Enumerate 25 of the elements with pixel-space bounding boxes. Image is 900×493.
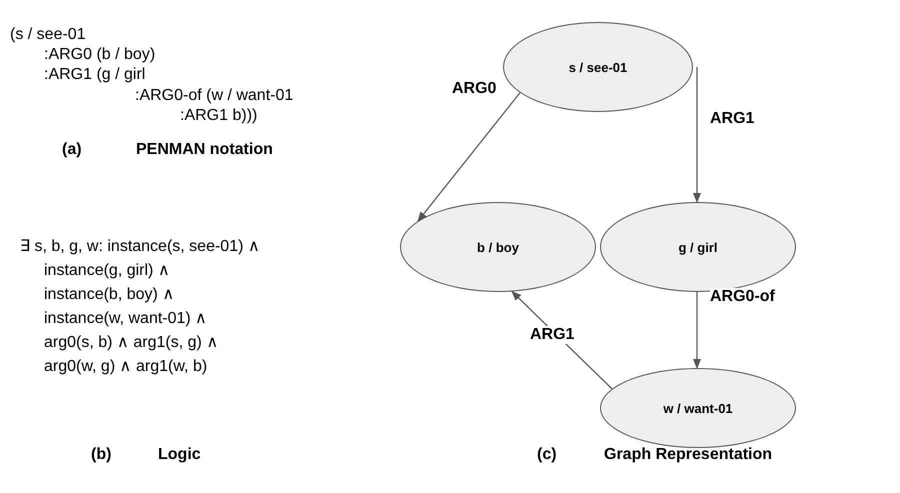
- caption: PENMAN notation: [136, 141, 273, 159]
- notation-line: (s / see-01: [10, 26, 86, 44]
- notation-line: :ARG0 (b / boy): [44, 46, 156, 64]
- notation-line: instance(b, boy) ∧: [44, 285, 174, 304]
- caption: Logic: [158, 446, 201, 464]
- notation-line: ∃ s, b, g, w: instance(s, see-01) ∧: [20, 237, 260, 256]
- notation-line: :ARG1 (g / girl: [44, 66, 146, 84]
- arrow: [693, 67, 701, 203]
- caption: Graph Representation: [604, 446, 772, 464]
- node-label: s / see-01: [568, 60, 628, 74]
- notation-line: instance(g, girl) ∧: [44, 261, 170, 280]
- edge-label: ARG1: [530, 326, 574, 344]
- notation-line: :ARG0-of (w / want-01: [135, 87, 294, 105]
- node-label: g / girl: [678, 240, 718, 254]
- notation-line: :ARG1 b))): [180, 107, 258, 125]
- arrow: [693, 292, 701, 369]
- caption: (a): [62, 141, 82, 159]
- node-label: b / boy: [477, 240, 519, 254]
- notation-line: arg0(s, b) ∧ arg1(s, g) ∧: [44, 333, 218, 352]
- caption: (c): [537, 446, 557, 464]
- node-label: w / want-01: [663, 400, 733, 416]
- notation-line: instance(w, want-01) ∧: [44, 309, 208, 328]
- notation-line: arg0(w, g) ∧ arg1(w, b): [44, 357, 208, 376]
- caption: (b): [91, 446, 112, 464]
- arrow: [417, 92, 520, 222]
